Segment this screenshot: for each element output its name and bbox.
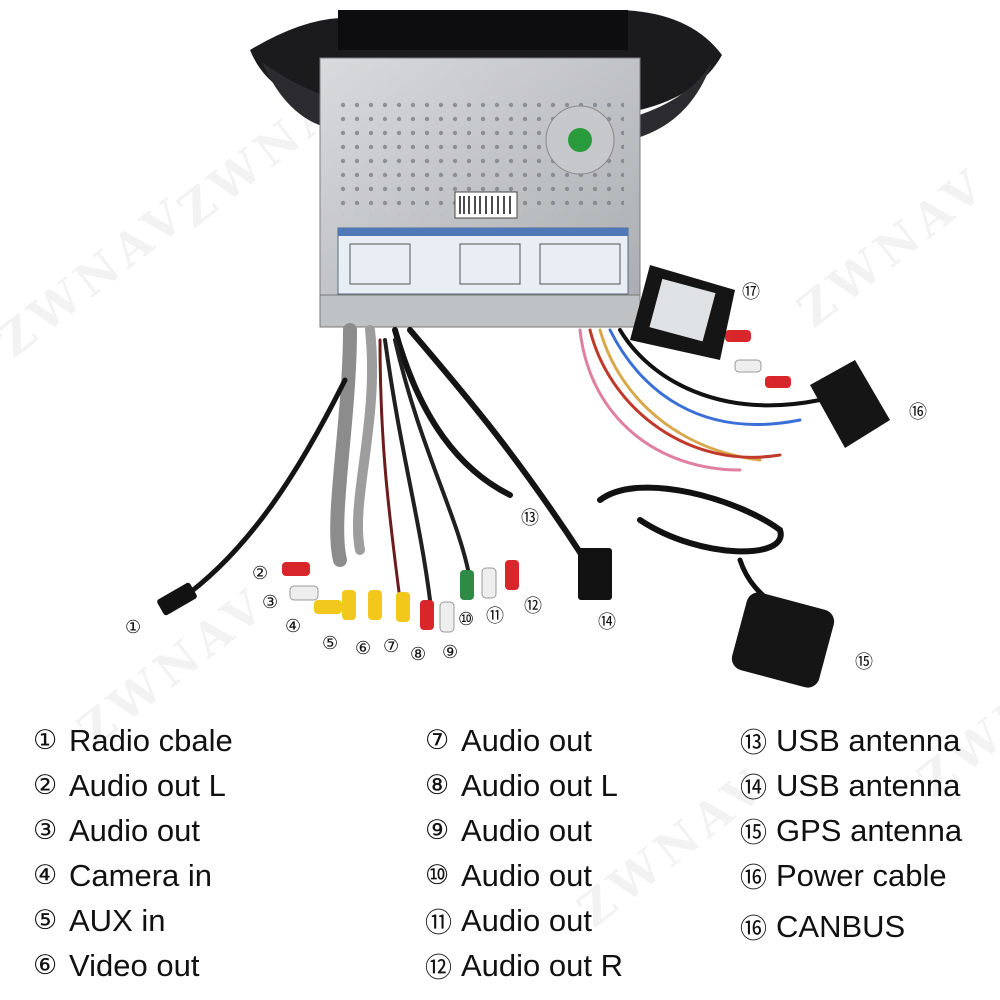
legend-number: ④ <box>33 860 58 891</box>
legend-number: ⑩ <box>425 860 450 891</box>
legend-number: ⑪ <box>425 908 452 939</box>
wiring-harness <box>177 323 822 613</box>
legend-label: Audio out <box>461 722 592 758</box>
legend-label: Radio cbale <box>69 722 233 758</box>
callout-16: ⑯ <box>909 402 927 423</box>
legend-number: ⑧ <box>425 770 450 801</box>
legend-column-2: ⑦ Audio out ⑧ Audio out L ⑨ Audio out ⑩ Audi… <box>425 718 623 988</box>
legend-number: ⑮ <box>740 818 767 849</box>
legend-label: GPS antenna <box>776 812 963 848</box>
legend-label: Audio out <box>69 812 200 848</box>
radio-chassis <box>319 57 641 328</box>
legend-number: ⑯ <box>740 863 767 894</box>
rca-red-8 <box>420 600 434 630</box>
legend-item: ⑥ Video out <box>33 943 233 988</box>
rca-yellow-6 <box>368 590 382 620</box>
legend-item: ⑪ Audio out <box>425 898 623 943</box>
legend-label: Audio out <box>461 902 592 938</box>
legend-item: ⑯ CANBUS <box>740 904 962 949</box>
legend-number: ② <box>33 770 58 801</box>
rca-connectors <box>282 330 791 633</box>
callout-8: ⑧ <box>410 644 427 665</box>
callout-13: ⑬ <box>521 508 539 529</box>
rca-white-3 <box>289 585 319 601</box>
legend-number: ⑤ <box>33 905 58 936</box>
callout-4: ④ <box>285 616 302 637</box>
legend-label: Camera in <box>69 857 212 893</box>
rca-yellow-4 <box>314 600 342 614</box>
legend-item: ⑩ Audio out <box>425 853 623 898</box>
legend-item: ① Radio cbale <box>33 718 233 763</box>
legend-number: ③ <box>33 815 58 846</box>
rca-green-10 <box>460 570 474 600</box>
legend-label: Video out <box>69 947 200 983</box>
legend-item: ⑨ Audio out <box>425 808 623 853</box>
rca-yellow-5 <box>342 590 356 620</box>
callout-6: ⑥ <box>355 638 372 659</box>
callout-1: ① <box>125 617 142 638</box>
legend-number: ⑬ <box>740 728 767 759</box>
rca-white-11 <box>481 567 497 599</box>
power-connector <box>810 360 890 448</box>
callout-17: ⑰ <box>742 282 760 303</box>
legend-column-1: ① Radio cbale ② Audio out L ③ Audio out ④ Ca… <box>33 718 233 988</box>
legend-label: USB antenna <box>776 767 961 803</box>
rca-red-2 <box>282 562 310 576</box>
callout-7: ⑦ <box>383 636 400 657</box>
rca-yellow-7 <box>396 592 410 622</box>
legend-number: ⑥ <box>33 950 58 981</box>
legend-item: ⑧ Audio out L <box>425 763 623 808</box>
legend-label: Audio out <box>461 812 592 848</box>
callout-12: ⑫ <box>524 596 542 617</box>
legend-item: ⑫ Audio out R <box>425 943 623 988</box>
callout-10: ⑩ <box>458 609 475 630</box>
legend-item: ⑦ Audio out <box>425 718 623 763</box>
callout-9: ⑨ <box>442 642 459 663</box>
legend-label: Audio out R <box>461 947 623 983</box>
legend-number: ① <box>33 725 58 756</box>
callout-15: ⑮ <box>855 652 873 673</box>
rca-red-12 <box>505 560 519 590</box>
legend-number: ⑫ <box>425 953 452 984</box>
legend-label: Power cable <box>776 857 947 893</box>
legend-column-3: ⑬ USB antenna ⑭ USB antenna ⑮ GPS antenna ⑯… <box>740 718 962 949</box>
legend-number: ⑨ <box>425 815 450 846</box>
legend-number: ⑯ <box>740 914 767 945</box>
legend-number: ⑦ <box>425 725 450 756</box>
legend-item: ② Audio out L <box>33 763 233 808</box>
callout-5: ⑤ <box>322 633 339 654</box>
legend-label: Audio out L <box>69 767 226 803</box>
legend-item: ③ Audio out <box>33 808 233 853</box>
legend-item: ⑭ USB antenna <box>740 763 962 808</box>
legend-label: CANBUS <box>776 908 906 944</box>
rca-white-9 <box>439 601 455 633</box>
gps-antenna <box>731 592 835 688</box>
legend-label: Audio out <box>461 857 592 893</box>
legend-label: Audio out L <box>461 767 618 803</box>
callout-11: ⑪ <box>486 606 504 627</box>
callout-3: ③ <box>262 592 279 613</box>
legend-number: ⑭ <box>740 773 767 804</box>
legend-label: AUX in <box>69 902 166 938</box>
usb-plug <box>578 548 612 600</box>
legend-item: ⑯ Power cable <box>740 853 962 898</box>
legend-item: ⑮ GPS antenna <box>740 808 962 853</box>
radio-antenna-plug <box>157 582 197 616</box>
callout-2: ② <box>252 563 269 584</box>
legend-item: ④ Camera in <box>33 853 233 898</box>
callout-14: ⑭ <box>598 612 616 633</box>
product-photo <box>157 10 890 688</box>
legend-item: ⑤ AUX in <box>33 898 233 943</box>
legend-item: ⑬ USB antenna <box>740 718 962 763</box>
legend-label: USB antenna <box>776 722 961 758</box>
